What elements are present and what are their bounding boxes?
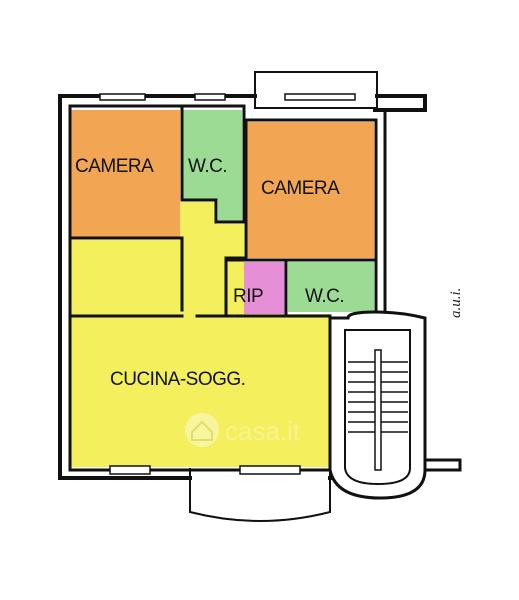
room-cucina-sogg[interactable] xyxy=(71,202,330,467)
room-camera-right[interactable] xyxy=(247,122,374,258)
house-icon xyxy=(185,413,219,447)
room-camera-left[interactable] xyxy=(71,110,180,238)
windows xyxy=(99,93,356,475)
label-camera-right: CAMERA xyxy=(261,178,340,199)
room-wc-right[interactable] xyxy=(288,262,374,312)
label-rip: RIP xyxy=(233,286,263,307)
watermark-text: casa.it xyxy=(225,416,301,446)
watermark: casa.it xyxy=(185,413,301,447)
label-wc-right: W.C. xyxy=(305,286,344,307)
stairwell xyxy=(328,310,462,500)
label-camera-left: CAMERA xyxy=(75,156,154,177)
side-note: a.u.i. xyxy=(448,288,464,318)
label-cucina-sogg: CUCINA-SOGG. xyxy=(110,369,245,390)
balcony-bottom xyxy=(189,468,331,522)
room-wc-top[interactable] xyxy=(183,110,242,222)
balcony-top xyxy=(254,71,378,109)
label-wc-top: W.C. xyxy=(188,156,227,177)
